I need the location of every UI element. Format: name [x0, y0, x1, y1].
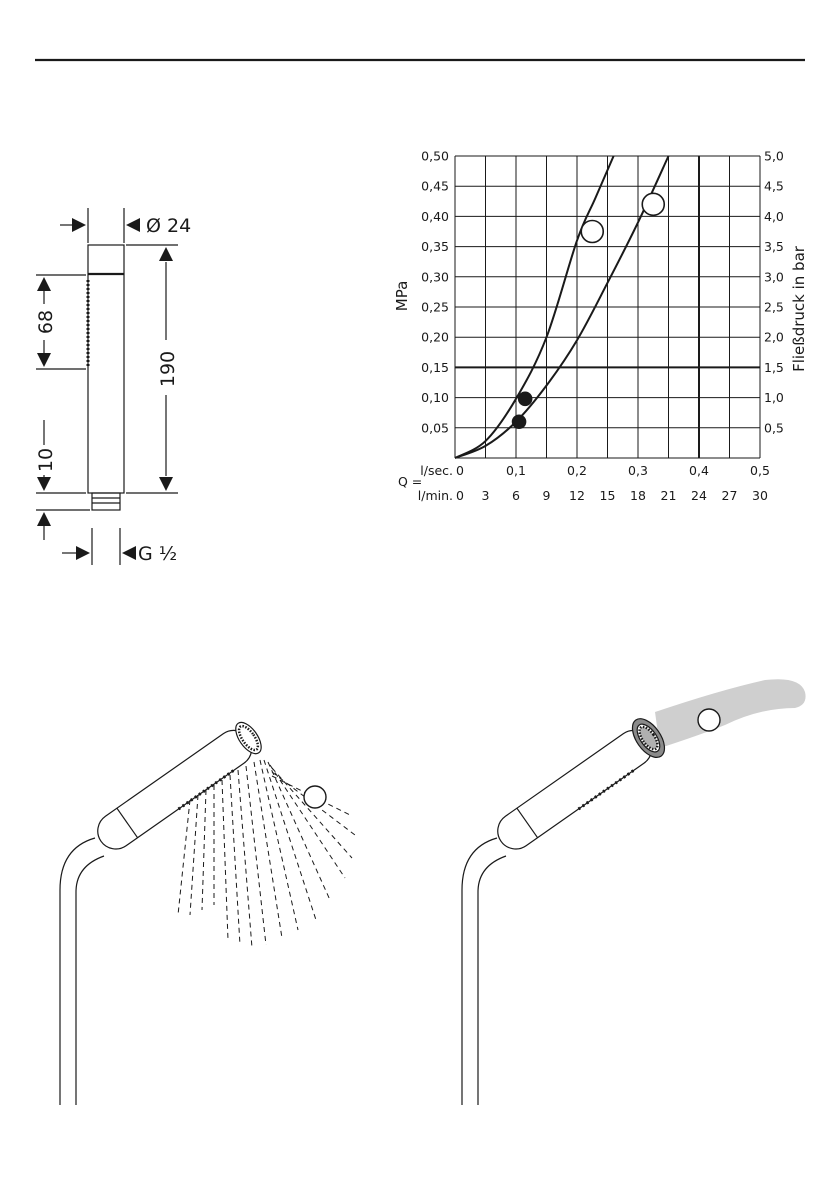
x-tick-label-min: 6	[512, 488, 520, 503]
y-tick-label: 0,50	[421, 149, 449, 164]
y-tick-label: 0,25	[421, 300, 449, 315]
y-tick-label-right: 1,0	[764, 390, 784, 405]
y-tick-label-right: 0,5	[764, 420, 784, 435]
finger-shape	[655, 679, 806, 748]
y-tick-label: 0,35	[421, 239, 449, 254]
x-tick-label-sec: 0,4	[689, 463, 709, 478]
y-tick-label-right: 3,0	[764, 269, 784, 284]
y-tick-label-right: 2,0	[764, 330, 784, 345]
thread-size-label: G ½	[138, 543, 177, 565]
x-tick-label-sec: 0,2	[567, 463, 587, 478]
x-tick-label-min: 0	[456, 488, 464, 503]
y-tick-label-right: 2,5	[764, 300, 784, 315]
shower-spray-illustration	[60, 718, 355, 1105]
x-tick-label-min: 27	[722, 488, 738, 503]
y-tick-label: 0,10	[421, 390, 449, 405]
x-tick-label-min: 21	[661, 488, 677, 503]
x-tick-label-sec: 0,1	[506, 463, 526, 478]
y-axis-label: MPa	[393, 281, 411, 312]
x-tick-label-min: 12	[569, 488, 585, 503]
total-length-label: 190	[157, 351, 179, 387]
y-tick-label: 0,40	[421, 209, 449, 224]
hand-shower-left	[91, 718, 266, 856]
hose-inner	[76, 856, 104, 1105]
y-tick-label: 0,30	[421, 269, 449, 284]
x-tick-label-min: 15	[600, 488, 616, 503]
y-tick-label-right: 1,5	[764, 360, 784, 375]
y-axis-label-right: Fließdruck in bar	[790, 245, 808, 372]
y-tick-label: 0,15	[421, 360, 449, 375]
x-tick-label-sec: 0,5	[750, 463, 770, 478]
callout-circle-left	[304, 786, 326, 808]
dimension-arrows	[37, 218, 173, 560]
flow-pressure-chart: 0,050,100,150,200,250,300,350,400,450,50…	[393, 149, 808, 504]
y-tick-label-right: 4,0	[764, 209, 784, 224]
x-tick-label-min: 3	[482, 488, 490, 503]
thread-length-label: 10	[35, 448, 57, 472]
thread-outline	[92, 493, 120, 510]
y-tick-label: 0,45	[421, 179, 449, 194]
x-tick-label-min: 9	[543, 488, 551, 503]
y-tick-label-right: 4,5	[764, 179, 784, 194]
diameter-label: Ø 24	[146, 215, 191, 237]
hand-shower-right	[488, 713, 671, 859]
q-label: Q =	[398, 474, 422, 489]
shower-body-outline	[88, 245, 124, 493]
y-tick-label-right: 3,5	[764, 239, 784, 254]
grip-length-label: 68	[35, 310, 57, 334]
data-point-marker	[519, 392, 532, 405]
hose-outer	[60, 838, 95, 1105]
callout-circle	[642, 193, 664, 215]
x-tick-label-sec: 0,3	[628, 463, 648, 478]
callout-circle-right	[698, 709, 720, 731]
x-unit-sec: l/sec.	[420, 463, 453, 478]
y-tick-label-right: 5,0	[764, 149, 784, 164]
shower-clean-illustration	[462, 679, 806, 1105]
x-tick-label-sec: 0	[456, 463, 464, 478]
x-tick-label-min: 18	[630, 488, 646, 503]
x-unit-min: l/min.	[418, 488, 453, 503]
data-point-marker	[513, 415, 526, 428]
x-tick-label-min: 30	[752, 488, 768, 503]
x-tick-label-min: 24	[691, 488, 707, 503]
callout-circle	[581, 221, 603, 243]
y-tick-label: 0,20	[421, 330, 449, 345]
y-tick-label: 0,05	[421, 420, 449, 435]
